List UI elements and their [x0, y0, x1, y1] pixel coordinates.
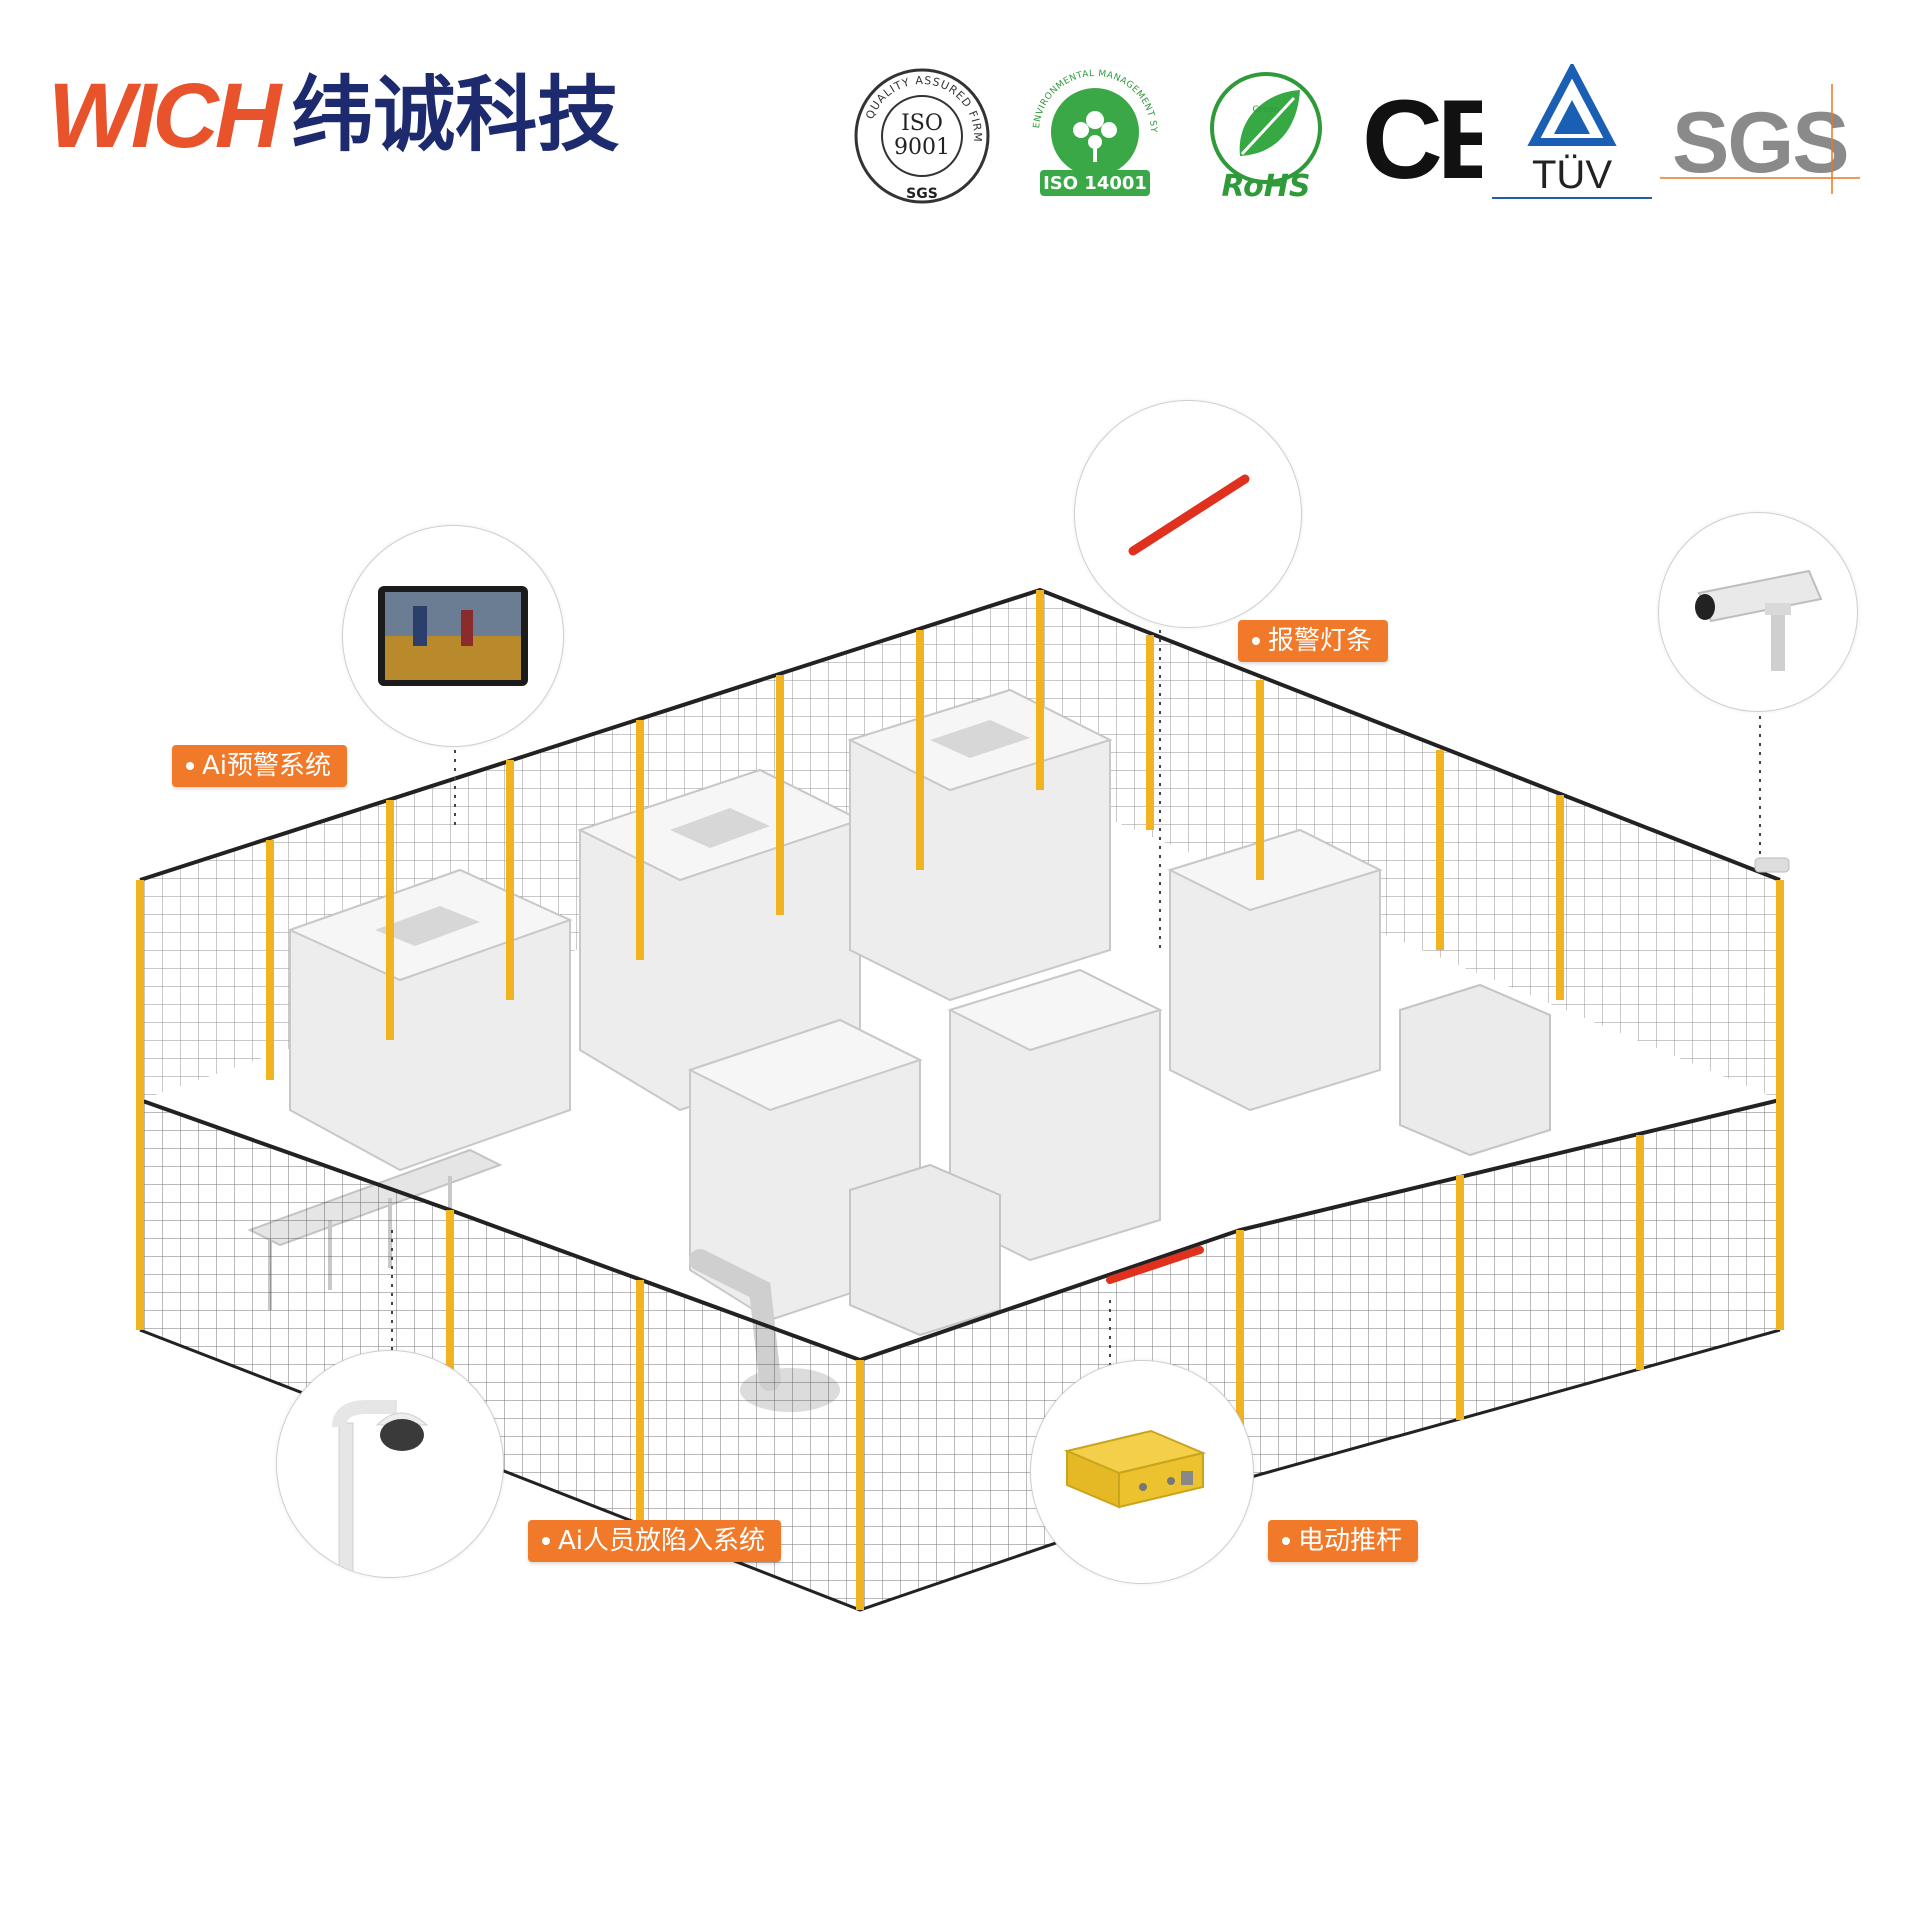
iso9001-footer: SGS — [906, 186, 938, 202]
sgs-label: SGS — [1672, 95, 1848, 191]
post-camera-icon — [1754, 857, 1790, 873]
rohs-badge: Green RoHS — [1196, 68, 1336, 204]
iso9001-line2: 9001 — [894, 135, 950, 160]
back-right-fence — [1040, 590, 1780, 1100]
front-center-fence — [450, 1210, 860, 1610]
callout-electric-pushrod: 电动推杆 — [1268, 1520, 1419, 1562]
header: WICH 纬诚科技 QUALITY ASSURED FIRM ISO 9001 … — [0, 0, 1920, 230]
alarm-bar-bubble — [1074, 400, 1302, 628]
rohs-small: Green — [1252, 105, 1279, 115]
cnc-machine — [287, 868, 573, 1172]
sgs-badge: SGS — [1660, 80, 1860, 200]
rohs-label: RoHS — [1222, 169, 1311, 204]
machine-group — [247, 688, 1551, 1412]
brand-wordmark: WICH — [48, 65, 281, 167]
cnc-machine — [947, 968, 1163, 1262]
tuv-label: TÜV — [1532, 153, 1612, 197]
bullet-camera-bubble — [1658, 512, 1858, 712]
parts-bin — [849, 1163, 1001, 1337]
tuv-badge: TÜV — [1492, 64, 1652, 204]
monitor-icon — [378, 586, 528, 686]
callout-ai-warning: Ai预警系统 — [172, 745, 348, 787]
pushrod-bubble — [1030, 1360, 1254, 1584]
ce-label: CE — [1362, 80, 1482, 190]
monitor-bubble — [342, 525, 564, 747]
parts-bin — [1399, 983, 1551, 1157]
cnc-machine — [1167, 828, 1383, 1112]
brand-logo: WICH 纬诚科技 — [48, 70, 619, 162]
fence-posts — [136, 590, 1784, 1610]
pushrod-actuator-icon — [1063, 1429, 1207, 1509]
iso14001-label: ISO 14001 — [1043, 173, 1147, 194]
dome-camera-bubble — [276, 1350, 504, 1578]
callout-alarm-light: 报警灯条 — [1238, 620, 1389, 662]
iso14001-badge: ENVIRONMENTAL MANAGEMENT SYSTEM ISO 1400… — [1020, 64, 1170, 204]
callout-ai-intrusion: Ai人员放陷入系统 — [528, 1520, 782, 1562]
safety-fence-scene: Ai预警系统 报警灯条 Ai人员放陷入系统 电动推杆 — [0, 230, 1920, 1920]
alarm-bar-icon — [1128, 474, 1250, 556]
workcell-illustration — [136, 587, 1790, 1612]
brand-name: 纬诚科技 — [291, 68, 620, 163]
front-right-fence — [1240, 1100, 1780, 1480]
bullet-camera-icon — [1695, 569, 1823, 671]
cnc-machine — [847, 688, 1113, 1002]
alarm-bar-on-gate — [1106, 1246, 1204, 1284]
iso9001-line1: ISO — [901, 111, 943, 136]
cnc-machine — [577, 768, 863, 1112]
iso9001-badge: QUALITY ASSURED FIRM ISO 9001 SGS — [852, 66, 992, 206]
ce-mark: CE — [1362, 80, 1482, 190]
dome-camera-icon — [332, 1400, 429, 1574]
